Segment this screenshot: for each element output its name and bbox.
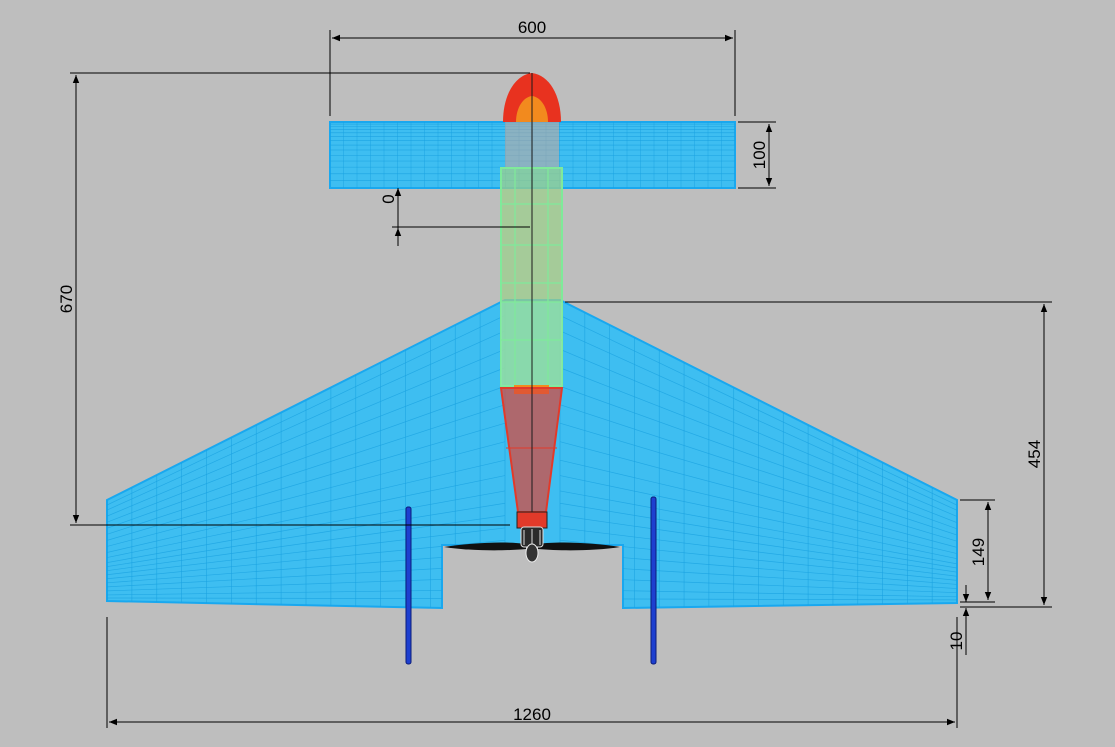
- fuselage[interactable]: [499, 73, 564, 545]
- dim-wing-root-to-tip: 454: [1025, 440, 1044, 468]
- dim-tip-offset: 10: [947, 632, 966, 651]
- propeller-icon[interactable]: [444, 526, 620, 563]
- dim-wing-span: 1260: [513, 705, 551, 724]
- dim-tip-chord: 149: [969, 538, 988, 566]
- dim-tail-offset: 0: [379, 194, 398, 203]
- propeller-blade-left: [444, 542, 526, 551]
- dim-overall-length: 670: [57, 285, 76, 313]
- dim-tail-chord: 100: [750, 141, 769, 169]
- propeller-blade-right: [538, 542, 620, 551]
- gear-strut-right: [650, 496, 657, 665]
- landing-gear[interactable]: [405, 496, 657, 665]
- spinner: [525, 543, 539, 563]
- dimension-labels: 600 100 0 670 454 149 10 1260: [57, 18, 1044, 724]
- gear-strut-left: [405, 506, 412, 665]
- dimension-annotations: [70, 30, 1052, 728]
- dim-tail-span: 600: [518, 18, 546, 37]
- motor-mount: [516, 511, 548, 529]
- main-wing-mesh: [107, 300, 957, 608]
